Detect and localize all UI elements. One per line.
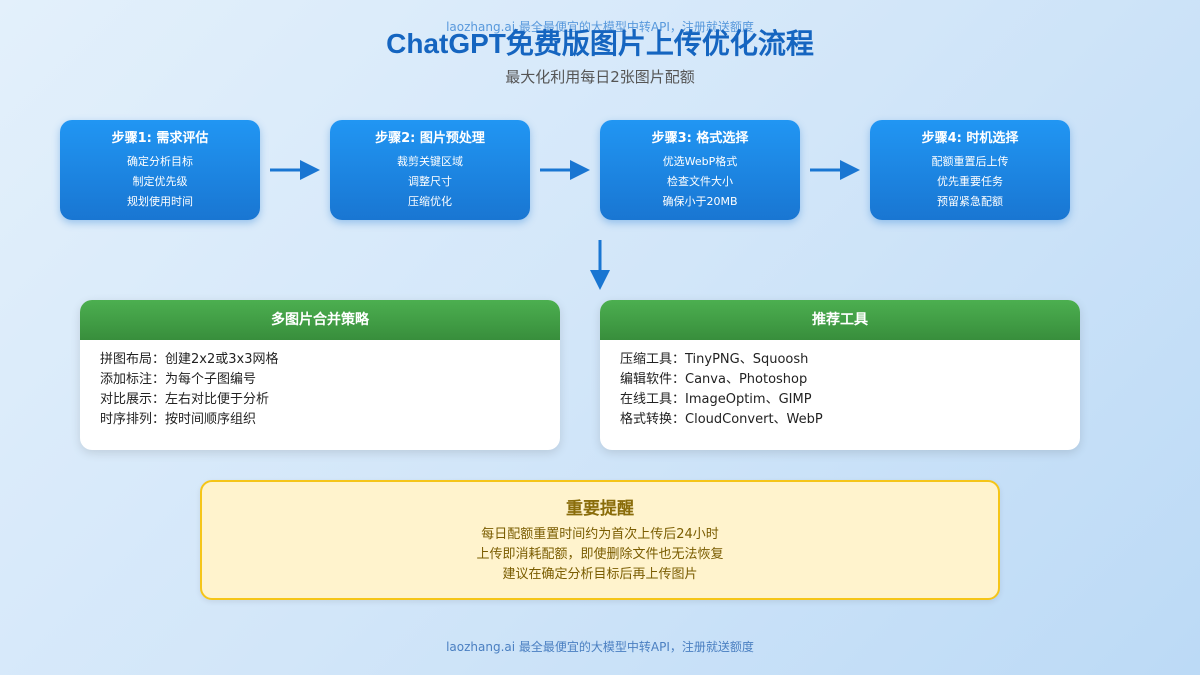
step-3-item: 检查文件大小 [667,175,733,188]
list-item: 拼图布局：创建2x2或3x3网格 [100,352,279,367]
reminder-item: 建议在确定分析目标后再上传图片 [502,567,698,582]
list-item: 添加标注：为每个子图编号 [100,372,257,387]
recommended-tools-panel: 推荐工具 压缩工具：TinyPNG、Squoosh 编辑软件：Canva、Pho… [600,300,1080,450]
list-item: 在线工具：ImageOptim、GIMP [620,392,812,407]
reminder-item: 每日配额重置时间约为首次上传后24小时 [481,527,719,542]
step-1-title: 步骤1: 需求评估 [111,131,209,146]
step-1-item: 确定分析目标 [127,155,193,168]
recommended-tools-title: 推荐工具 [600,300,1080,340]
arrow-step2-to-step3 [540,160,590,180]
list-item: 压缩工具：TinyPNG、Squoosh [620,352,809,367]
list-item: 格式转换：CloudConvert、WebP [620,412,823,427]
merge-strategy-list: 拼图布局：创建2x2或3x3网格 添加标注：为每个子图编号 对比展示：左右对比便… [80,340,560,440]
step-2-item: 裁剪关键区域 [397,155,463,168]
list-item: 时序排列：按时间顺序组织 [100,412,257,427]
step-1-item: 制定优先级 [132,175,188,188]
step-2-title: 步骤2: 图片预处理 [375,131,485,146]
watermark-top: laozhang.ai 最全最便宜的大模型中转API，注册就送额度 [446,20,754,34]
step-3-item: 确保小于20MB [662,195,738,208]
page-subtitle: 最大化利用每日2张图片配额 [505,68,695,86]
step-1-item: 规划使用时间 [127,195,193,208]
arrow-step1-to-step2 [270,160,320,180]
merge-strategy-title: 多图片合并策略 [80,300,560,340]
arrow-step3-to-step4 [810,160,860,180]
step-1-box: 步骤1: 需求评估 确定分析目标 制定优先级 规划使用时间 [60,120,260,220]
step-3-box: 步骤3: 格式选择 优选WebP格式 检查文件大小 确保小于20MB [600,120,800,220]
step-2-item: 压缩优化 [408,195,452,208]
step-4-box: 步骤4: 时机选择 配额重置后上传 优先重要任务 预留紧急配额 [870,120,1070,220]
step-4-item: 预留紧急配额 [937,195,1003,208]
step-3-item: 优选WebP格式 [662,155,738,168]
important-reminder-title: 重要提醒 [566,499,634,519]
step-3-title: 步骤3: 格式选择 [651,131,749,146]
list-item: 编辑软件：Canva、Photoshop [620,372,808,387]
page-title: ChatGPT免费版图片上传优化流程 [386,28,814,59]
merge-strategy-panel: 多图片合并策略 拼图布局：创建2x2或3x3网格 添加标注：为每个子图编号 对比… [80,300,560,450]
step-4-item: 配额重置后上传 [931,155,1009,168]
recommended-tools-list: 压缩工具：TinyPNG、Squoosh 编辑软件：Canva、Photosho… [600,340,1080,440]
list-item: 对比展示：左右对比便于分析 [100,392,270,407]
step-4-item: 优先重要任务 [937,175,1003,188]
arrow-down [590,240,610,290]
step-4-title: 步骤4: 时机选择 [921,131,1019,146]
important-reminder-box: 重要提醒 每日配额重置时间约为首次上传后24小时 上传即消耗配额，即使删除文件也… [200,480,1000,600]
reminder-item: 上传即消耗配额，即使删除文件也无法恢复 [476,547,724,562]
step-2-box: 步骤2: 图片预处理 裁剪关键区域 调整尺寸 压缩优化 [330,120,530,220]
step-2-item: 调整尺寸 [408,175,452,188]
watermark-bottom: laozhang.ai 最全最便宜的大模型中转API，注册就送额度 [446,640,754,654]
